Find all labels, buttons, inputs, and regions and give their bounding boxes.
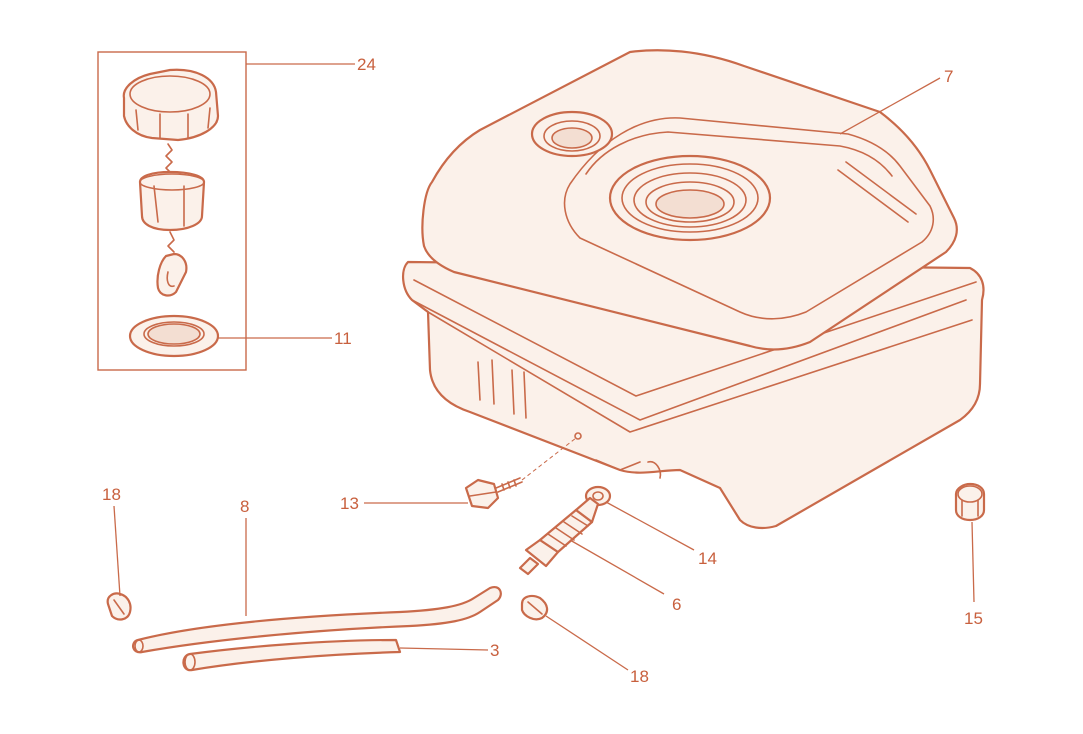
leader-15 [971,521,975,603]
mounting-bolt [464,437,577,510]
fuel-line-long [132,586,502,654]
callout-14: 14 [698,549,717,568]
callout-13: 13 [340,494,359,513]
callout-24: 24 [357,55,376,74]
leader-7 [839,77,941,135]
filler-cap-assembly [97,51,247,371]
leader-14 [605,501,695,551]
fuel-line-short [182,638,402,672]
callout-18-right: 18 [630,667,649,686]
hose-clip-right [520,594,549,621]
callout-7: 7 [944,67,953,86]
callout-11: 11 [334,329,352,348]
leader-3 [399,647,489,651]
cap-gasket [128,314,220,358]
leader-6 [569,539,665,595]
cap-nut [954,482,986,522]
leader-18-left [113,505,121,597]
fuel-valve [518,496,600,576]
hose-clip-left [106,592,132,621]
callout-18-left: 18 [102,485,121,504]
callout-15: 15 [964,609,983,628]
leader-18-right [545,615,629,671]
callout-3: 3 [490,641,499,660]
leader-lines [113,63,975,671]
fuel-tank [402,49,985,530]
callout-6: 6 [672,595,681,614]
callouts: 24 7 11 13 14 6 3 18 18 8 15 [102,55,983,686]
callout-8: 8 [240,497,249,516]
